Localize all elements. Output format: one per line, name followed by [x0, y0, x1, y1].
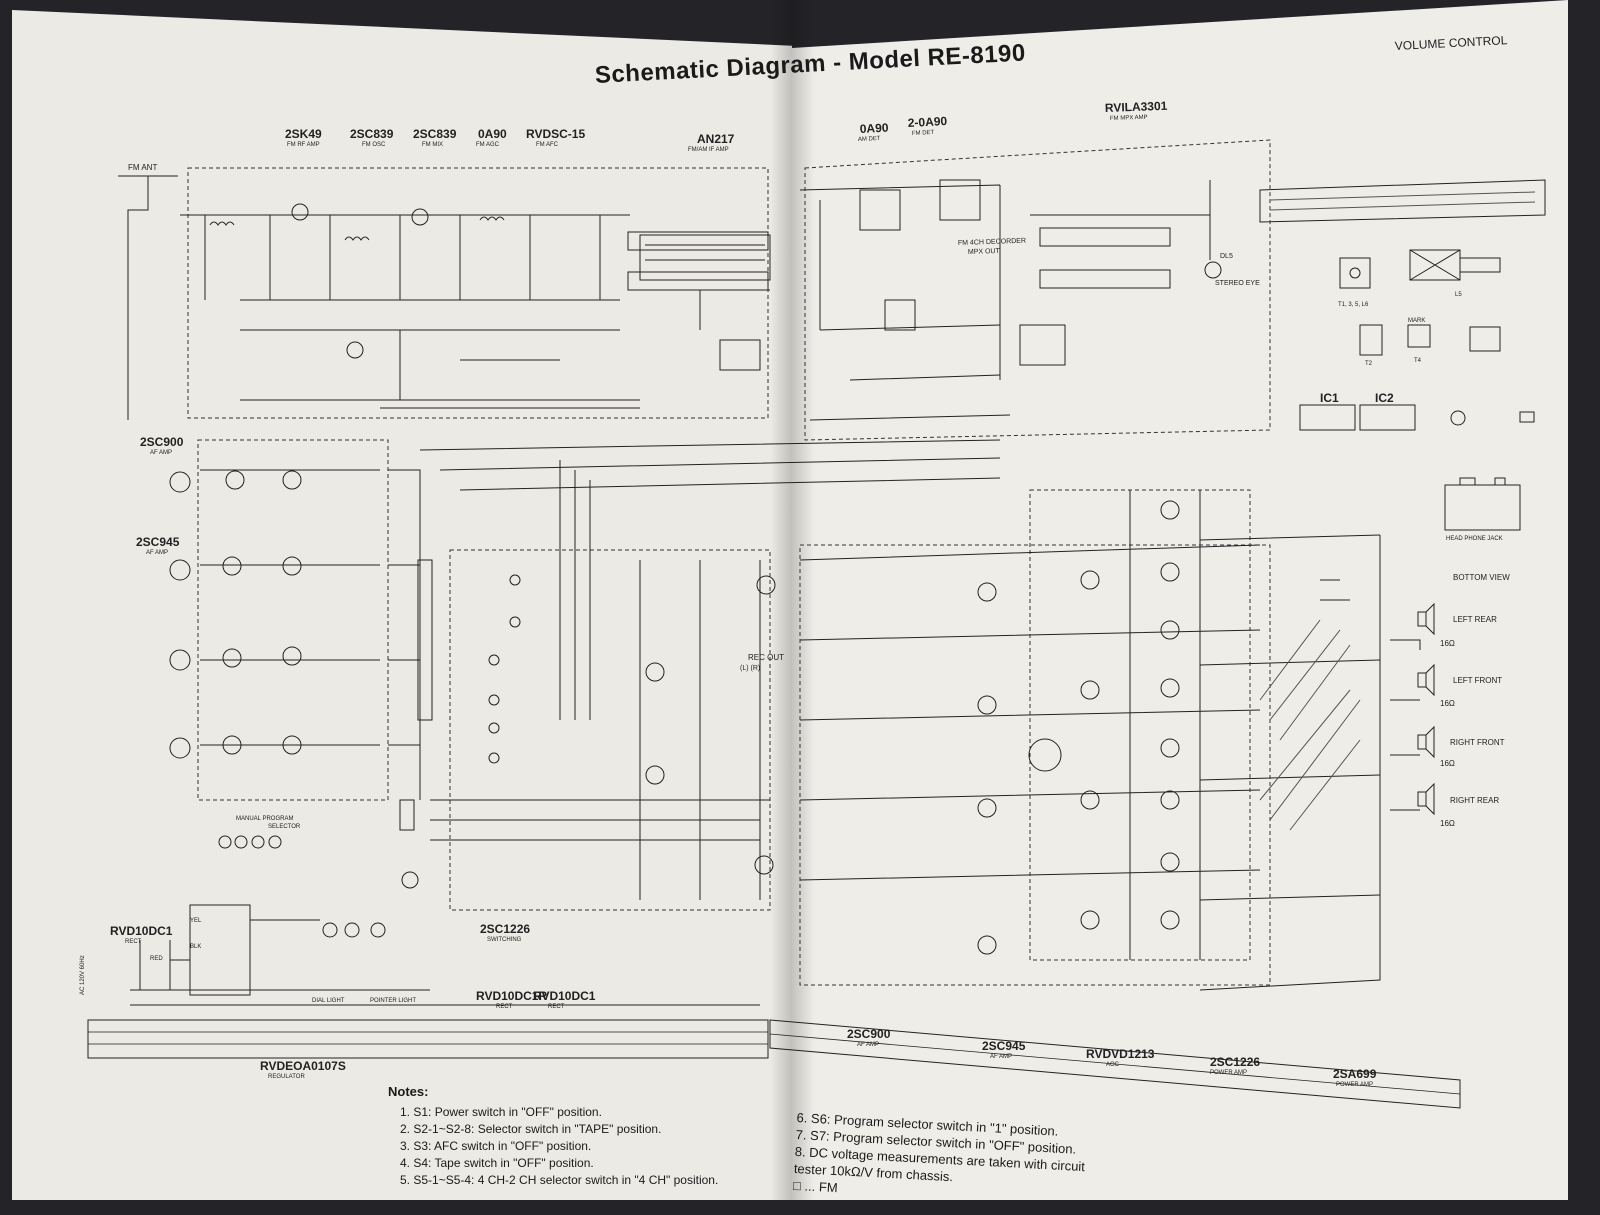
- label-stereo-eye: STEREO EYE: [1215, 280, 1260, 287]
- part-ic1: AN217: [697, 132, 735, 146]
- role-2sa699: POWER AMP: [1336, 1082, 1373, 1088]
- part-d5d6: 2-0A90: [907, 114, 947, 130]
- part-2sc945-right: 2SC945: [982, 1039, 1026, 1053]
- speaker-right-front: RIGHT FRONT: [1450, 738, 1505, 747]
- part-2sc1226-pwr: 2SC1226: [1210, 1055, 1260, 1069]
- label-rec-out-ch: (L) (R): [740, 665, 760, 672]
- speaker-right-rear-imp: 16Ω: [1440, 819, 1455, 828]
- role-d5d6: FM DET: [912, 130, 935, 137]
- role-regulator: REGULATOR: [268, 1074, 305, 1080]
- role-d1d2: FM AGC: [476, 142, 500, 148]
- role-d3: FM AFC: [536, 142, 559, 148]
- role-rvd10dc1-left: RECT: [125, 939, 142, 945]
- label-red: RED: [150, 956, 163, 962]
- speaker-left-rear-imp: 16Ω: [1440, 639, 1455, 648]
- part-2sa699: 2SA699: [1333, 1067, 1377, 1081]
- role-2sc945: AF AMP: [146, 550, 168, 556]
- role-tr1: FM RF AMP: [287, 142, 320, 148]
- coil-label-l5: L5: [1455, 292, 1462, 298]
- selector-switch-view: [1259, 179, 1546, 223]
- coil-label-t135: T1, 3, 5, L6: [1338, 302, 1369, 308]
- role-2sc900-right: AF AMP: [857, 1042, 879, 1048]
- label-yel: YEL: [190, 918, 202, 924]
- role-tr2: FM OSC: [362, 142, 386, 148]
- role-d4: AM DET: [858, 136, 881, 143]
- part-rvd10dc1-left: RVD10DC1: [110, 924, 173, 938]
- role-ic2: FM MPX AMP: [1110, 115, 1148, 122]
- speaker-right-front-imp: 16Ω: [1440, 759, 1455, 768]
- coil-label-t4: T4: [1414, 358, 1422, 364]
- coil-label-t2: T2: [1365, 361, 1373, 367]
- part-d4: 0A90: [859, 120, 889, 135]
- label-ac-in: AC 120V 60Hz: [80, 955, 86, 995]
- part-rvd10dc1r: RVD10DC1R: [476, 989, 547, 1003]
- part-ic2: RVILA3301: [1105, 99, 1168, 115]
- speaker-left-front-imp: 16Ω: [1440, 699, 1455, 708]
- right-page: [792, 0, 1568, 1200]
- role-2sc1226-pwr: POWER AMP: [1210, 1070, 1247, 1076]
- label-fm-decoder: FM 4CH DECORDER: [958, 238, 1026, 247]
- label-pointer-light: POINTER LIGHT: [370, 998, 416, 1004]
- left-page: [12, 10, 792, 1200]
- label-dl5: DL5: [1220, 253, 1233, 260]
- coil-label-mark: MARK: [1408, 318, 1425, 324]
- part-rvd10dc1-right: RVD10DC1: [533, 989, 596, 1003]
- role-rvd10dc1-right: RECT: [548, 1004, 565, 1010]
- ic2-pinout-label: IC2: [1375, 391, 1394, 405]
- part-regulator: RVDEOA0107S: [260, 1059, 346, 1073]
- role-ic1: FM/AM IF AMP: [688, 147, 729, 153]
- part-tr2: 2SC839: [350, 127, 394, 141]
- role-2sc945-right: AF AMP: [990, 1054, 1012, 1060]
- note-1: 1. S1: Power switch in "OFF" position.: [400, 1105, 602, 1119]
- label-mpx-out: MPX OUT: [968, 248, 1001, 256]
- head-phone-jack-label: HEAD PHONE JACK: [1446, 536, 1503, 542]
- note-5: 5. S5-1~S5-4: 4 CH-2 CH selector switch …: [400, 1173, 719, 1187]
- note-3: 3. S3: AFC switch in "OFF" position.: [400, 1139, 592, 1153]
- ic1-pinout-label: IC1: [1320, 391, 1339, 405]
- notes-left: Notes: 1. S1: Power switch in "OFF" posi…: [388, 1084, 788, 1190]
- part-rvdvd1213: RVDVD1213: [1086, 1047, 1155, 1061]
- speaker-left-front: LEFT FRONT: [1453, 676, 1502, 685]
- label-rec-out: REC OUT: [748, 653, 784, 662]
- label-selector: SELECTOR: [268, 824, 301, 830]
- role-2sc1226-sw: SWITCHING: [487, 937, 522, 943]
- coil-views: [1299, 249, 1535, 531]
- note-2: 2. S2-1~S2-8: Selector switch in "TAPE" …: [400, 1122, 662, 1136]
- label-fm-ant: FM ANT: [128, 163, 157, 172]
- part-d3: RVDSC-15: [526, 127, 585, 141]
- part-2sc900-right: 2SC900: [847, 1027, 891, 1041]
- bottom-part-labels: RVD10DC1 RECT RVDEOA0107S REGULATOR 2SC1…: [110, 922, 1377, 1088]
- book-gutter: [770, 0, 814, 1200]
- bottom-view-label: BOTTOM VIEW: [1453, 573, 1510, 582]
- speaker-right-rear: RIGHT REAR: [1450, 796, 1499, 805]
- speaker-left-rear: LEFT REAR: [1453, 615, 1497, 624]
- label-blk: BLK: [190, 944, 201, 950]
- wiring-number-strip: [87, 1019, 1461, 1109]
- part-d1d2: 0A90: [478, 127, 507, 141]
- part-tr1: 2SK49: [285, 127, 322, 141]
- note-4: 4. S4: Tape switch in "OFF" position.: [400, 1156, 594, 1170]
- role-rvd10dc1r: RECT: [496, 1004, 513, 1010]
- part-tr3: 2SC839: [413, 127, 457, 141]
- part-2sc1226-sw: 2SC1226: [480, 922, 530, 936]
- top-part-labels: 2SK49 FM RF AMP 2SC839 FM OSC 2SC839 FM …: [285, 99, 1168, 153]
- faded-header: VOLUME CONTROL: [1394, 33, 1508, 53]
- notes-title: Notes:: [388, 1084, 429, 1099]
- role-rvdvd1213: AOC: [1106, 1062, 1120, 1068]
- role-2sc900: AF AMP: [150, 450, 172, 456]
- part-2sc900: 2SC900: [140, 435, 184, 449]
- label-dial-light: DIAL LIGHT: [312, 998, 345, 1004]
- part-2sc945: 2SC945: [136, 535, 180, 549]
- label-manual-program: MANUAL PROGRAM: [236, 816, 293, 822]
- role-tr3: FM MIX: [422, 142, 443, 148]
- left-amp-labels: 2SC900 AF AMP 2SC945 AF AMP: [136, 435, 184, 556]
- speaker-terminal-area: [1417, 602, 1435, 816]
